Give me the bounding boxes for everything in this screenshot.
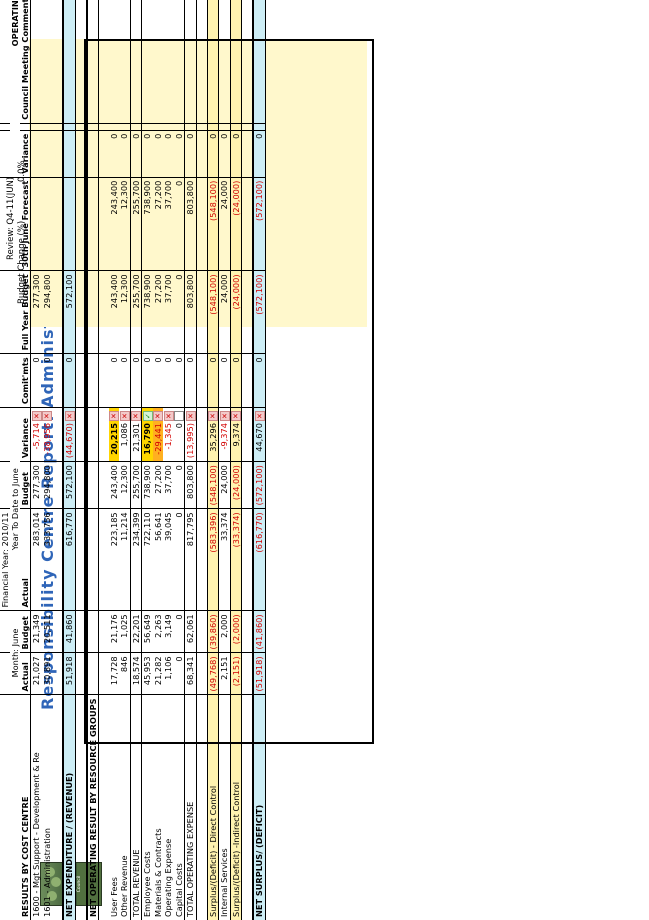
column-header-forecast-variance: Variance bbox=[20, 130, 31, 178]
cell bbox=[0, 610, 10, 653]
row-label: 1601 - Administration bbox=[41, 828, 52, 917]
cell bbox=[52, 695, 63, 920]
cell bbox=[30, 123, 42, 131]
column-header-variance: Variance bbox=[20, 407, 31, 462]
cross-flag-icon: ✕ bbox=[64, 411, 75, 422]
forecast-variance-value bbox=[41, 130, 52, 178]
cell bbox=[52, 177, 63, 271]
value-m-actual: 30,891 bbox=[41, 652, 52, 695]
column-header-cost-centre: RESULTS BY COST CENTRE bbox=[20, 695, 31, 920]
cell bbox=[52, 610, 63, 653]
commitments-value: 0 bbox=[30, 353, 42, 408]
financial-year-label: Financial Year: 2010/11 bbox=[0, 508, 10, 611]
row-label: NET EXPENDITURE / (REVENUE) bbox=[63, 695, 75, 920]
cell bbox=[52, 353, 63, 408]
cell bbox=[52, 461, 63, 509]
cell bbox=[52, 123, 63, 131]
cell bbox=[52, 652, 63, 695]
column-header-month-actual: Actual bbox=[20, 652, 31, 695]
value-m-actual: 21,027 bbox=[30, 652, 42, 695]
column-header-ytd-actual: Actual bbox=[20, 508, 31, 611]
cell bbox=[0, 177, 10, 271]
forecast-variance-value bbox=[30, 130, 42, 178]
cell bbox=[0, 353, 10, 408]
cell bbox=[52, 508, 63, 611]
value-m-actual: 51,918 bbox=[63, 652, 75, 695]
cell bbox=[0, 407, 10, 462]
commitments-value: 0 bbox=[63, 353, 75, 408]
column-header-forecast: 30th June Forecast bbox=[20, 177, 31, 271]
month-label: Month: June bbox=[10, 610, 20, 695]
cell bbox=[0, 123, 10, 131]
spacer-row bbox=[52, 0, 63, 920]
cell bbox=[63, 123, 75, 131]
performance-heading: OPERATING BUDGET PERFORMANCE bbox=[10, 0, 20, 178]
cell bbox=[10, 177, 20, 271]
cell bbox=[10, 353, 20, 408]
column-header-ytd-budget: Budget bbox=[20, 461, 31, 509]
full-year-budget-value: 277,300 bbox=[30, 270, 42, 354]
variance-cell: -38,956✕ bbox=[41, 407, 52, 462]
cell bbox=[52, 270, 63, 354]
cell bbox=[0, 130, 10, 178]
cell bbox=[10, 695, 20, 920]
value-m-budget: 20,511 bbox=[41, 610, 52, 653]
full-year-budget-value: 572,100 bbox=[63, 270, 75, 354]
comments-cell bbox=[30, 0, 42, 124]
column-header-commitments: Comit'mts bbox=[20, 353, 31, 408]
cell bbox=[0, 461, 10, 509]
value-y-actual: 333,756 bbox=[41, 508, 52, 611]
forecast-value bbox=[41, 177, 52, 271]
column-header-comments: Council Meeting Comments - Variance Expl… bbox=[20, 0, 31, 124]
value-y-budget: 294,800 bbox=[41, 461, 52, 509]
table-frame bbox=[84, 39, 374, 744]
value-y-budget: 572,100 bbox=[63, 461, 75, 509]
cell bbox=[0, 0, 10, 124]
comments-cell bbox=[41, 0, 52, 124]
variance-value: (44,670) bbox=[64, 423, 74, 459]
value-y-actual: 616,770 bbox=[63, 508, 75, 611]
full-year-budget-value: 294,800 bbox=[41, 270, 52, 354]
cell bbox=[52, 130, 63, 178]
variance-cell: -5,714✕ bbox=[30, 407, 42, 462]
row-label: 1600 - Mgt Support - Development & Re bbox=[31, 752, 42, 917]
cell bbox=[10, 270, 20, 354]
variance-value: -38,956 bbox=[41, 423, 52, 455]
cell bbox=[52, 407, 63, 462]
column-header-full-year-budget: Full Year Budget bbox=[20, 270, 31, 354]
cross-flag-icon: ✕ bbox=[42, 411, 52, 422]
column-header-month-budget: Budget bbox=[20, 610, 31, 653]
cell bbox=[0, 695, 10, 920]
cross-flag-icon: ✕ bbox=[31, 411, 42, 422]
cell bbox=[0, 652, 10, 695]
commitments-value: 0 bbox=[41, 353, 52, 408]
value-y-budget: 277,300 bbox=[30, 461, 42, 509]
value-m-budget: 21,349 bbox=[30, 610, 42, 653]
value-m-budget: 41,860 bbox=[63, 610, 75, 653]
forecast-value bbox=[63, 177, 75, 271]
comments-cell bbox=[63, 0, 75, 124]
forecast-value bbox=[30, 177, 42, 271]
value-y-actual: 283,014 bbox=[30, 508, 42, 611]
cell bbox=[52, 0, 63, 124]
variance-cell: (44,670)✕ bbox=[63, 407, 75, 462]
cell bbox=[20, 123, 31, 131]
forecast-variance-value bbox=[63, 130, 75, 178]
cost-centre-row: 1600 - Mgt Support - Development & Re 21,… bbox=[30, 0, 42, 920]
cell bbox=[0, 270, 10, 354]
header-row-1: Financial Year: 2010/11 bbox=[0, 0, 10, 920]
variance-value: -5,714 bbox=[31, 423, 41, 450]
ytd-label: Year To Date to June bbox=[10, 407, 20, 611]
cell bbox=[41, 123, 52, 131]
